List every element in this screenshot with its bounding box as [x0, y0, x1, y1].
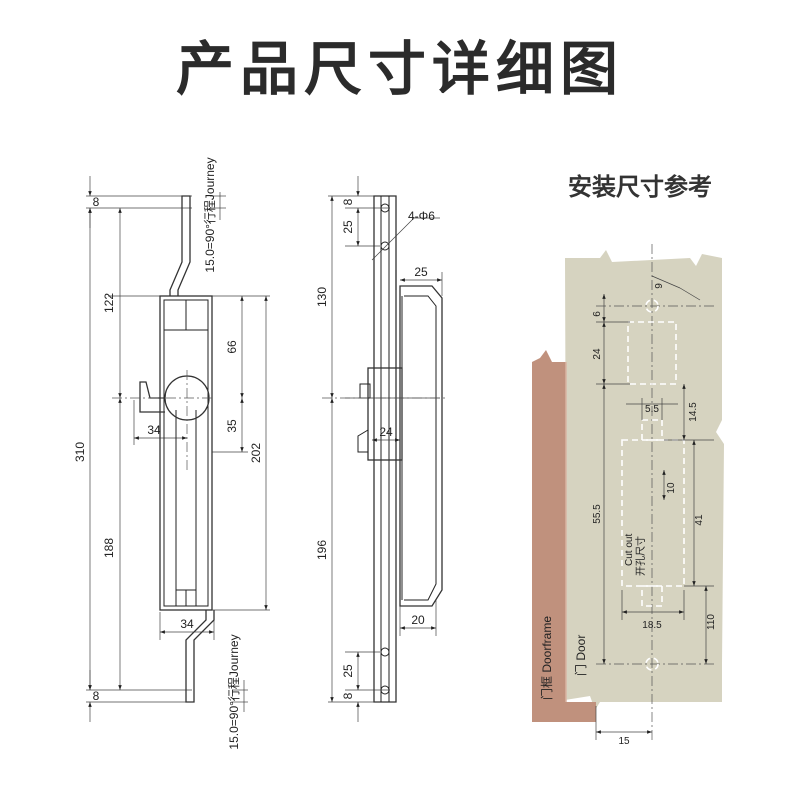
install-dim-5-5: 5.5: [645, 404, 659, 415]
install-dim-9: 9: [654, 283, 665, 289]
install-cutout-label-en: Cut out: [624, 534, 635, 566]
side-dim-bottom-hole: 25: [341, 664, 355, 678]
install-dim-6: 6: [592, 311, 603, 317]
door-panel: [560, 250, 724, 710]
side-holes-label: 4-Φ6: [408, 209, 435, 223]
side-dim-top-hole: 25: [341, 220, 355, 234]
install-dim-24: 24: [592, 348, 603, 360]
front-dim-upper: 122: [102, 293, 116, 313]
install-dim-110: 110: [706, 614, 717, 630]
front-journey-label-bottom: 15.0=90°行程Journey: [226, 634, 241, 749]
front-dim-knob-upper: 66: [225, 340, 239, 354]
page-title: 产品尺寸详细图: [175, 35, 624, 103]
front-dim-knob-lower: 35: [225, 419, 239, 433]
install-dim-10: 10: [666, 482, 677, 494]
front-journey-label-top: 15.0=90°行程Journey: [202, 157, 217, 272]
install-dim-14-5: 14.5: [688, 402, 699, 422]
side-dim-housing-depth: 25: [414, 265, 428, 279]
side-dim-upper: 130: [315, 287, 329, 307]
front-dim-knob-offset: 34: [147, 423, 161, 437]
side-view: 8 25 130 196 25 8 25 24 20 4-Φ6: [315, 176, 446, 722]
install-door-label: 门 Door: [573, 635, 588, 676]
front-dim-total: 310: [73, 442, 87, 462]
front-dim-bottom-gap: 8: [93, 689, 100, 703]
install-dim-15: 15: [618, 736, 630, 747]
front-dim-lower: 188: [102, 538, 116, 558]
install-cutout-label-cn: 开孔尺寸: [634, 536, 647, 576]
front-view: 8 122 310 188 8 66 35 34 202 34 15.0=90°…: [73, 157, 270, 750]
install-reference: 安装尺寸参考: [532, 173, 724, 747]
side-dim-knob-depth: 24: [379, 425, 393, 439]
front-dim-bottom-width: 34: [180, 617, 194, 631]
front-dim-top-gap: 8: [93, 195, 100, 209]
doorframe-strip: [532, 350, 596, 722]
install-dim-18-5: 18.5: [642, 620, 662, 631]
side-dim-bottom-gap: 8: [341, 692, 355, 699]
side-dim-bottom-depth: 20: [411, 613, 425, 627]
side-dim-top-gap: 8: [341, 198, 355, 205]
front-dim-body-length: 202: [249, 443, 263, 463]
install-title: 安装尺寸参考: [568, 173, 712, 201]
install-dim-41: 41: [694, 514, 705, 526]
install-doorframe-label: 门框 Doorframe: [539, 616, 554, 700]
install-dim-55-5: 55.5: [592, 504, 603, 524]
side-dim-lower: 196: [315, 540, 329, 560]
